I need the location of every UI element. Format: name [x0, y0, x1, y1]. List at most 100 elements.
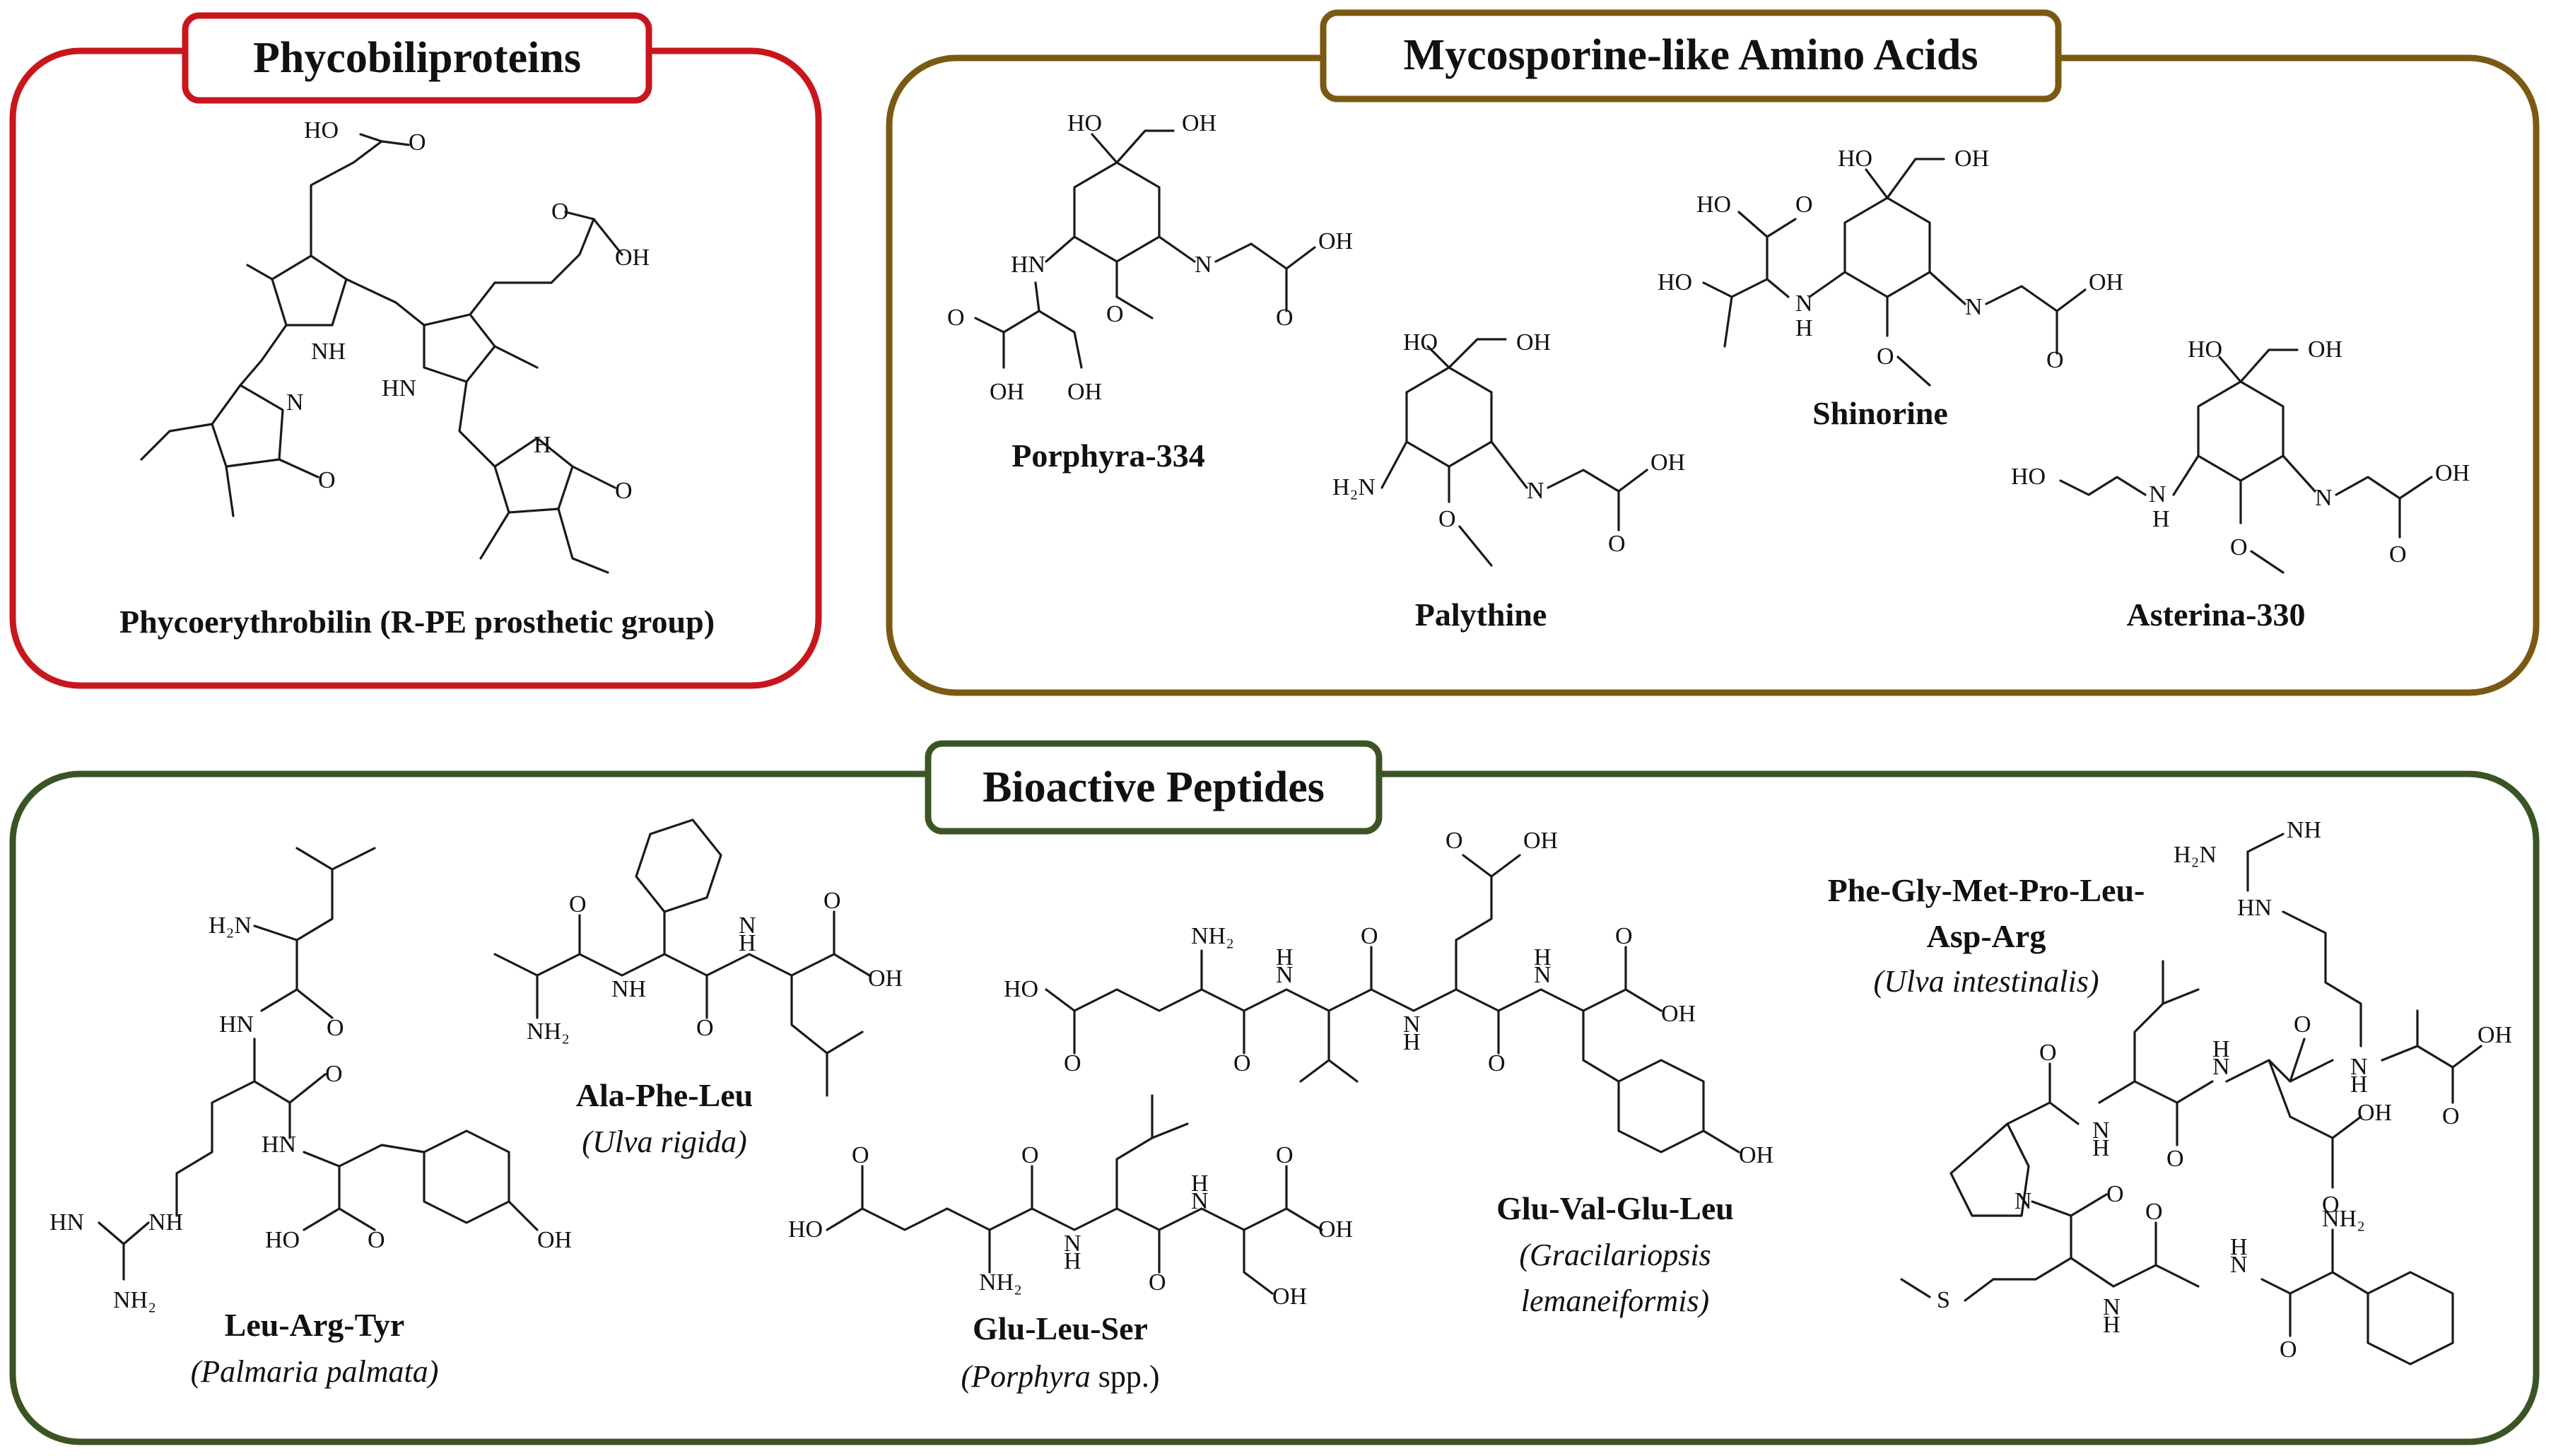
svg-text:O: O	[2145, 1199, 2163, 1225]
svg-text:O: O	[2294, 1011, 2311, 1038]
species-name: (Porphyra spp.)	[961, 1359, 1159, 1394]
svg-text:OH: OH	[537, 1227, 572, 1253]
palythine-structure: HO OH H₂N N OH O O	[1332, 329, 1685, 567]
svg-text:O: O	[569, 891, 587, 917]
phycobiliproteins-title: Phycobiliproteins	[253, 34, 581, 82]
phycoerythrobilin-structure: HO O NH O OH HN H O N O	[140, 117, 650, 574]
svg-text:NH: NH	[2287, 817, 2321, 843]
svg-text:O: O	[1608, 531, 1626, 557]
glu-val-glu-leu-structure: HO O NH₂ O N H O N H O OH O N H O OH OH	[1004, 828, 1773, 1168]
phe-gly-met-pro-leu-asp-arg-structure: H₂N NH HN N H OH O O N H OH O O N H O N	[1900, 817, 2512, 1366]
svg-text:OH: OH	[1739, 1142, 1773, 1168]
svg-text:N: N	[1191, 1188, 1209, 1214]
svg-text:O: O	[1795, 192, 1813, 218]
svg-text:OH: OH	[1182, 110, 1216, 136]
svg-text:O: O	[696, 1015, 714, 1041]
svg-text:H: H	[2103, 1312, 2121, 1338]
leu-arg-tyr-structure: H₂N O HN O NH HN NH₂ HN HO O OH	[49, 847, 572, 1313]
svg-text:O: O	[1488, 1050, 1506, 1076]
svg-text:O: O	[327, 1015, 344, 1041]
svg-text:N: N	[2149, 481, 2166, 507]
compound-name: Porphyra-334	[1011, 438, 1204, 474]
svg-text:O: O	[1361, 923, 1378, 949]
svg-text:N: N	[739, 912, 756, 939]
compound-name: Glu-Val-Glu-Leu	[1496, 1190, 1734, 1226]
svg-text:O: O	[1106, 301, 1124, 327]
maa-title-box	[1320, 9, 2062, 102]
svg-text:O: O	[368, 1227, 385, 1253]
svg-text:O: O	[2442, 1103, 2460, 1129]
ala-phe-leu-structure: NH₂ O NH O H N O OH	[493, 818, 903, 1097]
svg-text:H: H	[1403, 1029, 1421, 1055]
svg-text:O: O	[1149, 1269, 1166, 1296]
shinorine-structure: HO OH N OH O O N H HO O HO	[1658, 146, 2123, 387]
svg-text:OH: OH	[1272, 1284, 1307, 1310]
svg-text:H: H	[2212, 1036, 2230, 1062]
svg-text:HO: HO	[1658, 269, 1692, 295]
svg-text:HO: HO	[1403, 329, 1438, 356]
svg-text:OH: OH	[2435, 460, 2470, 486]
peptides-title: Bioactive Peptides	[983, 763, 1325, 811]
svg-text:O: O	[823, 888, 841, 914]
asterina-330-structure: HO OH N OH O O N H HO	[2011, 336, 2470, 574]
svg-text:H: H	[1064, 1248, 1081, 1274]
svg-text:N: N	[2350, 1054, 2368, 1080]
svg-text:O: O	[2280, 1337, 2297, 1363]
svg-text:O: O	[2046, 347, 2064, 373]
svg-text:OH: OH	[2477, 1022, 2512, 1048]
svg-text:O: O	[1877, 344, 1894, 370]
svg-text:N: N	[1527, 478, 1544, 504]
svg-text:H: H	[1795, 315, 1813, 341]
species-name: (Ulva rigida)	[582, 1125, 746, 1159]
svg-text:H₂N: H₂N	[2174, 842, 2217, 868]
svg-text:OH: OH	[868, 965, 903, 992]
svg-text:O: O	[2230, 534, 2248, 560]
compound-name: Shinorine	[1812, 395, 1948, 431]
svg-text:O: O	[1276, 1142, 1294, 1168]
svg-text:NH: NH	[611, 976, 646, 1002]
svg-text:N: N	[1195, 252, 1212, 278]
svg-text:OH: OH	[1954, 146, 1989, 172]
svg-text:OH: OH	[1661, 1001, 1696, 1027]
svg-text:N: N	[1064, 1231, 1081, 1257]
svg-text:N: N	[1403, 1011, 1421, 1038]
svg-text:HO: HO	[2188, 336, 2222, 363]
porphyra-334-structure: HO OH N OH O O HN O OH OH	[947, 110, 1353, 405]
svg-text:N: N	[1276, 962, 1294, 988]
svg-text:H: H	[2092, 1135, 2110, 1161]
maa-title: Mycosporine-like Amino Acids	[1404, 31, 1978, 79]
svg-text:OH: OH	[990, 379, 1024, 405]
svg-text:OH: OH	[2357, 1100, 2392, 1126]
svg-text:N: N	[2103, 1294, 2121, 1320]
species-name: lemaneiformis)	[1521, 1284, 1709, 1318]
svg-text:NH₂: NH₂	[1191, 923, 1234, 949]
svg-text:O: O	[1615, 923, 1633, 949]
svg-text:OH: OH	[615, 245, 650, 271]
svg-text:O: O	[852, 1142, 869, 1168]
compound-name: Phe-Gly-Met-Pro-Leu-	[1828, 872, 2145, 908]
compound-name: Phycoerythrobilin (R-PE prosthetic group…	[119, 604, 715, 640]
svg-text:N: N	[1795, 290, 1813, 317]
svg-text:H: H	[739, 930, 756, 956]
svg-text:HO: HO	[1696, 192, 1731, 218]
svg-text:N: N	[2015, 1188, 2032, 1214]
svg-text:OH: OH	[1318, 1216, 1353, 1243]
svg-text:O: O	[1064, 1050, 1081, 1076]
svg-text:N: N	[2315, 485, 2333, 511]
svg-text:S: S	[1937, 1287, 1950, 1313]
phycobiliproteins-title-box	[182, 12, 652, 104]
svg-text:O: O	[1276, 305, 1294, 331]
svg-text:OH: OH	[2089, 269, 2123, 295]
svg-text:O: O	[1233, 1050, 1251, 1076]
svg-text:HN: HN	[262, 1132, 296, 1158]
svg-text:HO: HO	[2011, 464, 2046, 490]
svg-text:OH: OH	[1650, 450, 1685, 476]
svg-text:N: N	[286, 389, 304, 416]
svg-text:OH: OH	[1067, 379, 1102, 405]
svg-text:O: O	[947, 305, 965, 331]
svg-text:O: O	[409, 129, 426, 155]
svg-text:O: O	[318, 467, 336, 493]
species-name: (Palmaria palmata)	[191, 1354, 439, 1389]
peptides-title-box	[925, 740, 1383, 835]
